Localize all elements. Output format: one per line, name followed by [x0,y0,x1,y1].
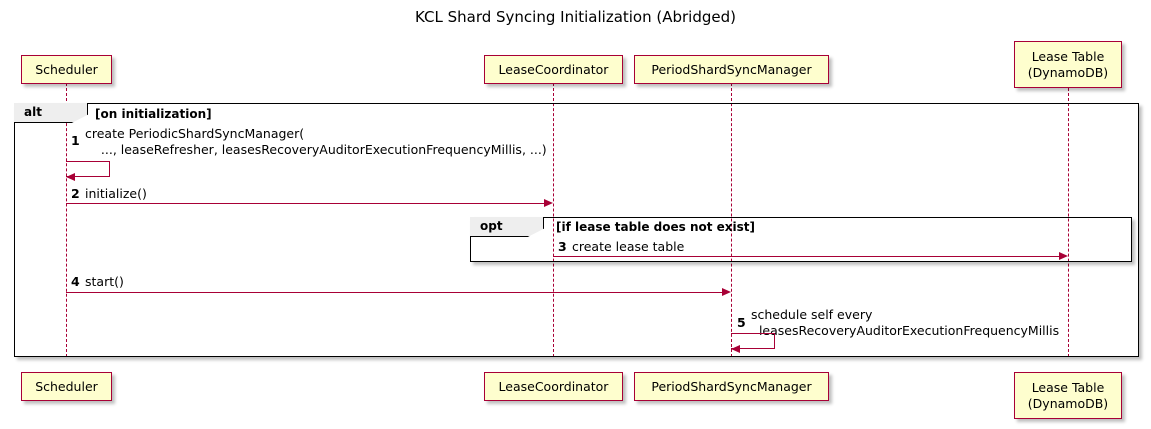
message-5-arrowhead [731,344,740,353]
message-4-arrowhead [722,287,731,296]
message-2-label: initialize() [85,186,147,201]
lifeline-lease-table [1068,88,1069,357]
participant-scheduler-top[interactable]: Scheduler [21,55,112,84]
message-1-arrowhead [66,172,75,181]
participant-lease-coordinator-bottom[interactable]: LeaseCoordinator [484,372,623,401]
fragment-opt-guard: [if lease table does not exist] [556,220,756,234]
message-3-line [553,256,1059,257]
fragment-opt-operator: opt [470,217,544,237]
message-1-self-loop [66,161,110,177]
participant-lease-table-bottom[interactable]: Lease Table (DynamoDB) [1014,372,1122,419]
fragment-alt [14,103,1139,357]
message-2-number: 2 [71,186,80,201]
participant-period-shard-sync-manager-bottom[interactable]: PeriodShardSyncManager [634,372,829,401]
lifeline-lease-coordinator [553,83,554,357]
message-3-number: 3 [558,239,567,254]
fragment-alt-guard: [on initialization] [95,107,212,121]
message-4-label: start() [85,274,124,289]
fragment-opt [470,217,1132,262]
message-4-number: 4 [71,274,80,289]
lifeline-scheduler [66,83,67,357]
message-5-number: 5 [737,315,746,330]
participant-lease-coordinator-top[interactable]: LeaseCoordinator [484,55,623,84]
message-5-self-loop [731,333,775,349]
diagram-title: KCL Shard Syncing Initialization (Abridg… [415,8,736,26]
message-2-arrowhead [544,198,553,207]
message-1-label: create PeriodicShardSyncManager( ..., le… [85,126,547,157]
message-2-line [66,203,544,204]
participant-lease-table-top[interactable]: Lease Table (DynamoDB) [1014,41,1122,88]
fragment-alt-operator: alt [14,103,88,123]
message-4-line [66,292,722,293]
participant-period-shard-sync-manager-top[interactable]: PeriodShardSyncManager [634,55,829,84]
message-1-number: 1 [71,133,80,148]
message-3-label: create lease table [572,239,685,254]
message-3-arrowhead [1059,251,1068,260]
message-5-label: schedule self every leasesRecoveryAudito… [751,307,1060,338]
participant-scheduler-bottom[interactable]: Scheduler [21,372,112,401]
lifeline-period-shard-sync-manager [731,83,732,357]
